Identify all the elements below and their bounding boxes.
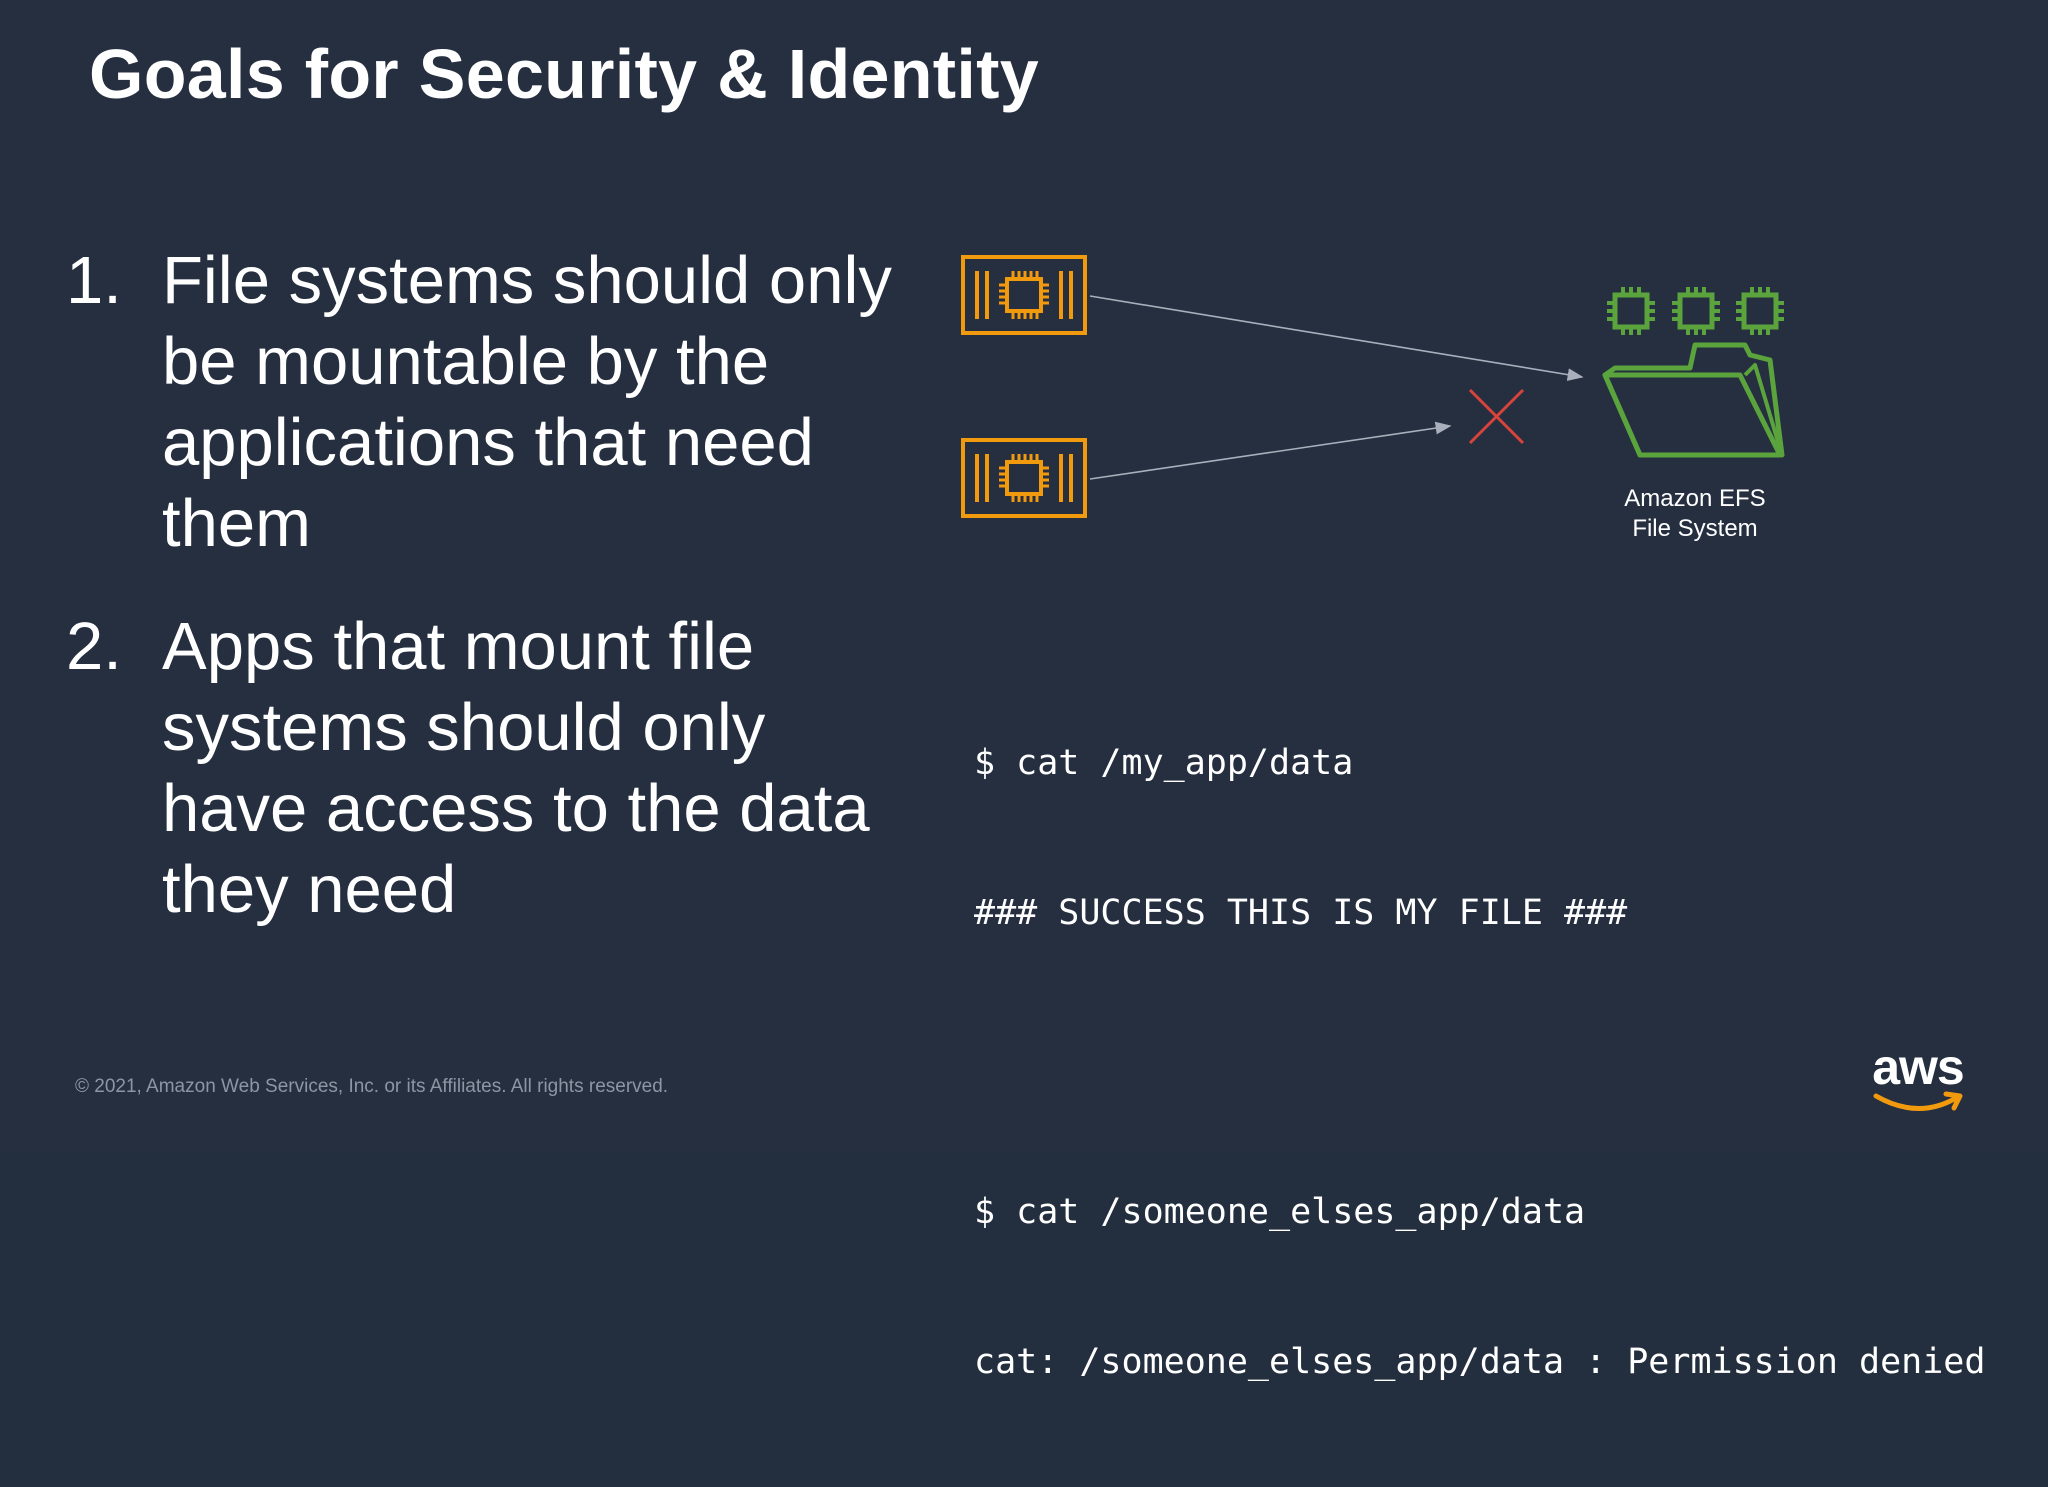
goal-text: File systems should only be mountable by… bbox=[162, 243, 892, 561]
slide-title: Goals for Security & Identity bbox=[89, 35, 1040, 113]
aws-smile-icon bbox=[1873, 1091, 1963, 1111]
denied-mount-arrow bbox=[1089, 421, 1452, 480]
terminal-command: $ cat /my_app/data bbox=[974, 743, 1354, 783]
allowed-mount-arrow bbox=[1089, 295, 1584, 381]
efs-label: Amazon EFS File System bbox=[1580, 484, 1810, 544]
instance-chip-icon bbox=[961, 438, 1087, 518]
goal-text: Apps that mount file systems should only… bbox=[162, 609, 870, 927]
efs-label-line1: Amazon EFS bbox=[1624, 485, 1766, 512]
goal-number: 2. bbox=[66, 609, 122, 684]
terminal-output: $ cat /my_app/data ### SUCCESS THIS IS M… bbox=[974, 638, 1985, 1487]
terminal-result: ### SUCCESS THIS IS MY FILE ### bbox=[974, 893, 1628, 933]
efs-label-line2: File System bbox=[1632, 515, 1758, 542]
mount-diagram bbox=[961, 255, 2048, 518]
terminal-command: $ cat /someone_elses_app/data bbox=[974, 1192, 1586, 1232]
goal-item: 1. File systems should only be mountable… bbox=[66, 240, 926, 564]
efs-folder-icon bbox=[1602, 287, 1784, 458]
aws-logo-text: aws bbox=[1872, 1039, 1965, 1095]
slide: Goals for Security & Identity 1. File sy… bbox=[66, 35, 2048, 1382]
goal-number: 1. bbox=[66, 243, 122, 318]
goal-item: 2. Apps that mount file systems should o… bbox=[66, 606, 926, 930]
instance-chip-icon bbox=[961, 255, 1087, 335]
copyright-footer: © 2021, Amazon Web Services, Inc. or its… bbox=[75, 1076, 669, 1097]
deny-cross-icon bbox=[1468, 388, 1525, 445]
terminal-result: cat: /someone_elses_app/data : Permissio… bbox=[974, 1342, 1986, 1382]
goals-list: 1. File systems should only be mountable… bbox=[66, 240, 926, 930]
aws-logo: aws bbox=[1866, 1040, 1970, 1116]
